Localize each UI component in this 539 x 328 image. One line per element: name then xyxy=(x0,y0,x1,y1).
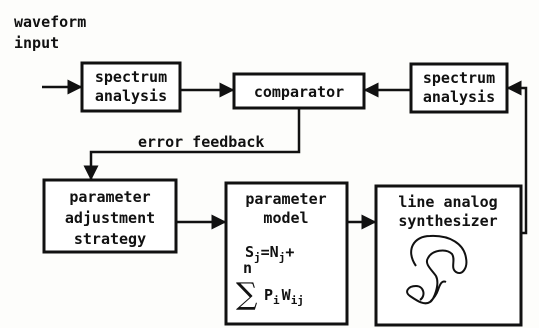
strategy-label-line2: adjustment xyxy=(65,209,155,227)
strategy-label-line3: strategy xyxy=(74,230,146,248)
sum-upper-limit: n xyxy=(243,259,252,277)
spectrum-left-label-line1: spectrum xyxy=(95,68,167,86)
spectrum-right-label-line2: analysis xyxy=(423,88,495,106)
vocal-tract-sketch xyxy=(406,234,468,305)
spectrum-analysis-right-block: spectrum analysis xyxy=(409,62,509,114)
synthesizer-label-line2: synthesizer xyxy=(398,212,497,230)
waveform-input-label-line1: waveform xyxy=(14,13,86,31)
model-formula: Sj=Nj+ xyxy=(245,243,294,264)
summation-symbol: ∑ xyxy=(236,277,258,312)
comparator-label: comparator xyxy=(254,83,344,101)
spectrum-left-label-line2: analysis xyxy=(95,87,167,105)
error-feedback-label: error feedback xyxy=(138,133,264,151)
parameter-adjustment-strategy-block: parameter adjustment strategy xyxy=(42,178,178,254)
strategy-label-line1: parameter xyxy=(69,188,150,206)
waveform-input-label-line2: input xyxy=(14,34,59,52)
model-label-line1: parameter xyxy=(245,190,326,208)
line-analog-synthesizer-block: line analog synthesizer xyxy=(374,184,523,327)
synthesizer-to-spectrum-arrow xyxy=(506,80,528,235)
error-feedback-arrow xyxy=(83,108,301,181)
comparator-block: comparator xyxy=(232,72,366,110)
model-label-line2: model xyxy=(263,209,308,227)
spectrum-right-label-line1: spectrum xyxy=(423,69,495,87)
spectrum-analysis-left-block: spectrum analysis xyxy=(80,61,182,113)
synthesizer-label-line1: line analog xyxy=(398,193,497,211)
